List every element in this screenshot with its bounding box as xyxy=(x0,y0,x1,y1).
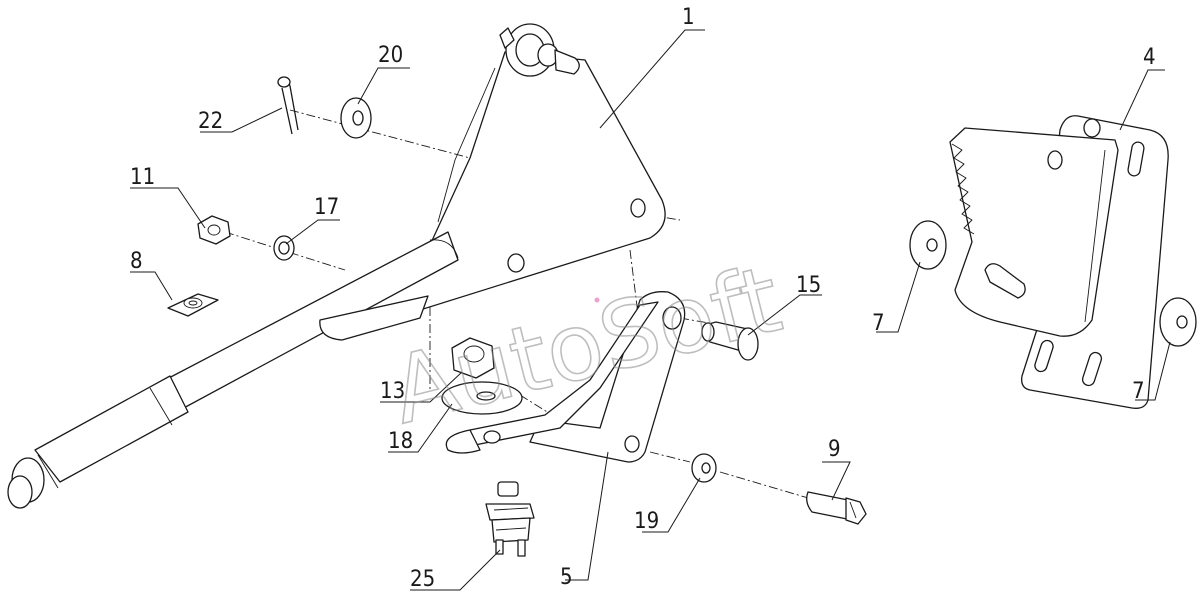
switch-part xyxy=(485,481,535,557)
callout-labels: 1 4 5 7 7 8 9 11 13 15 17 18 19 20 22 25 xyxy=(130,5,1156,592)
callout-5: 5 xyxy=(560,565,573,590)
callout-20: 20 xyxy=(378,43,403,68)
callout-22: 22 xyxy=(198,109,223,134)
callout-15: 15 xyxy=(796,273,821,298)
washer-right-part xyxy=(1159,297,1197,347)
callout-9: 9 xyxy=(828,437,841,462)
callout-25: 25 xyxy=(410,567,435,592)
callout-7b: 7 xyxy=(1132,379,1145,404)
bolt-part xyxy=(806,491,867,525)
callout-11: 11 xyxy=(130,165,155,190)
callout-1: 1 xyxy=(682,5,695,30)
main-lever-part xyxy=(7,23,666,509)
callout-8: 8 xyxy=(130,249,143,274)
callout-18: 18 xyxy=(388,429,413,454)
pin-part xyxy=(701,321,759,361)
small-washer-part xyxy=(691,453,717,483)
sector-bracket-part xyxy=(949,115,1169,409)
callout-4: 4 xyxy=(1143,45,1156,70)
label-plate-part xyxy=(167,293,219,317)
nut-large-part xyxy=(451,337,495,379)
lower-bracket-part xyxy=(445,291,686,463)
cotter-pin-part xyxy=(277,76,299,135)
flat-washer-part xyxy=(441,381,523,415)
washer-top-part xyxy=(340,97,372,139)
callout-leaders xyxy=(130,29,1171,591)
callout-7a: 7 xyxy=(872,311,885,336)
washer-left-part xyxy=(909,220,947,270)
callout-17: 17 xyxy=(314,195,339,220)
callout-19: 19 xyxy=(634,509,659,534)
nut-part xyxy=(197,215,231,245)
callout-13: 13 xyxy=(380,379,405,404)
spring-washer-part xyxy=(273,235,295,261)
